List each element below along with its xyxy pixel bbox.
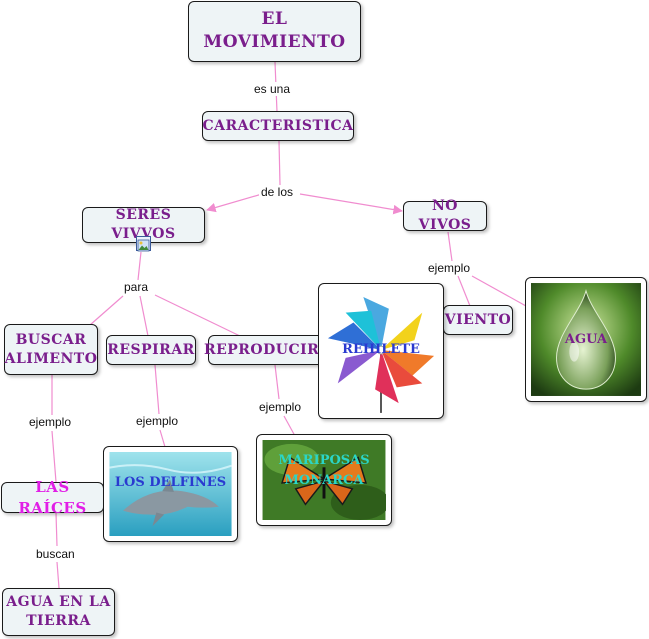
link-label-ejemplo-novivos: ejemplo (426, 261, 472, 275)
image-label-line2: MONARCA (257, 473, 391, 488)
node-agua-en-la-tierra[interactable]: AGUA EN LA TIERRA (2, 588, 115, 636)
node-label-line2: TIERRA (26, 612, 91, 631)
link-reproducirse-ejemplo (275, 365, 279, 399)
link-ejemplo-raices (52, 431, 56, 482)
node-label: NO VIVOS (404, 197, 486, 235)
link-ejemplo-viento (458, 276, 470, 306)
node-label-line1: BUSCAR (16, 331, 87, 350)
link-ejemplo-delfines (160, 430, 165, 447)
node-label-line1: AGUA EN LA (6, 593, 110, 612)
link-label-para: para (122, 280, 150, 294)
node-caracteristica[interactable]: CARACTERISTICA (202, 111, 354, 141)
link-delos-novivos (300, 194, 402, 211)
node-label: VIENTO (445, 311, 512, 330)
link-seresvivos-para (138, 252, 141, 280)
image-label-line1: MARIPOSAS (257, 453, 391, 468)
link-label-es-una: es una (252, 82, 292, 96)
node-label: CARACTERISTICA (203, 117, 354, 136)
link-para-buscar (90, 296, 123, 325)
link-label-ejemplo-respirar: ejemplo (134, 414, 180, 428)
image-label: LOS DELFINES (104, 475, 237, 490)
image-label: AGUA (526, 332, 646, 347)
node-label: RESPIRAR (107, 341, 195, 360)
node-no-vivos[interactable]: NO VIVOS (403, 201, 487, 231)
link-buscan-agua (57, 562, 59, 588)
node-el-movimiento[interactable]: EL MOVIMIENTO (188, 1, 361, 62)
image-label: REHILETE (319, 342, 443, 357)
node-respirar[interactable]: RESPIRAR (106, 335, 196, 365)
link-ejemplo-agua (472, 276, 526, 306)
link-ejemplo-mariposas (284, 416, 295, 436)
node-agua-image[interactable]: AGUA (525, 277, 647, 402)
link-para-respirar (140, 296, 148, 336)
node-las-raices[interactable]: LAS RAÍCES (1, 482, 104, 513)
link-delos-seresvivos (207, 194, 262, 210)
link-label-ejemplo-buscar: ejemplo (27, 415, 73, 429)
dolphin-image (109, 452, 232, 536)
node-label-line2: ALIMENTO (5, 350, 98, 369)
image-attachment-icon[interactable] (136, 236, 151, 251)
link-label-buscan: buscan (34, 547, 77, 561)
node-label: LAS RAÍCES (2, 477, 103, 518)
link-para-reproducirse (155, 295, 240, 336)
link-label-de-los: de los (259, 185, 295, 199)
link-novivos-ejemplo (448, 232, 452, 261)
node-label: EL MOVIMIENTO (189, 8, 360, 54)
link-raices-buscan (56, 513, 57, 546)
node-mariposas-image[interactable]: MARIPOSAS MONARCA (256, 434, 392, 526)
link-caracteristica-delos (279, 141, 280, 185)
node-rehilete-image[interactable]: REHILETE (318, 283, 444, 419)
node-delfines-image[interactable]: LOS DELFINES (103, 446, 238, 542)
node-viento[interactable]: VIENTO (443, 305, 513, 335)
link-respirar-ejemplo (155, 365, 159, 414)
image-attachment-icon (137, 239, 150, 252)
link-label-ejemplo-reproducirse: ejemplo (257, 400, 303, 414)
node-buscar-alimento[interactable]: BUSCAR ALIMENTO (4, 324, 98, 375)
